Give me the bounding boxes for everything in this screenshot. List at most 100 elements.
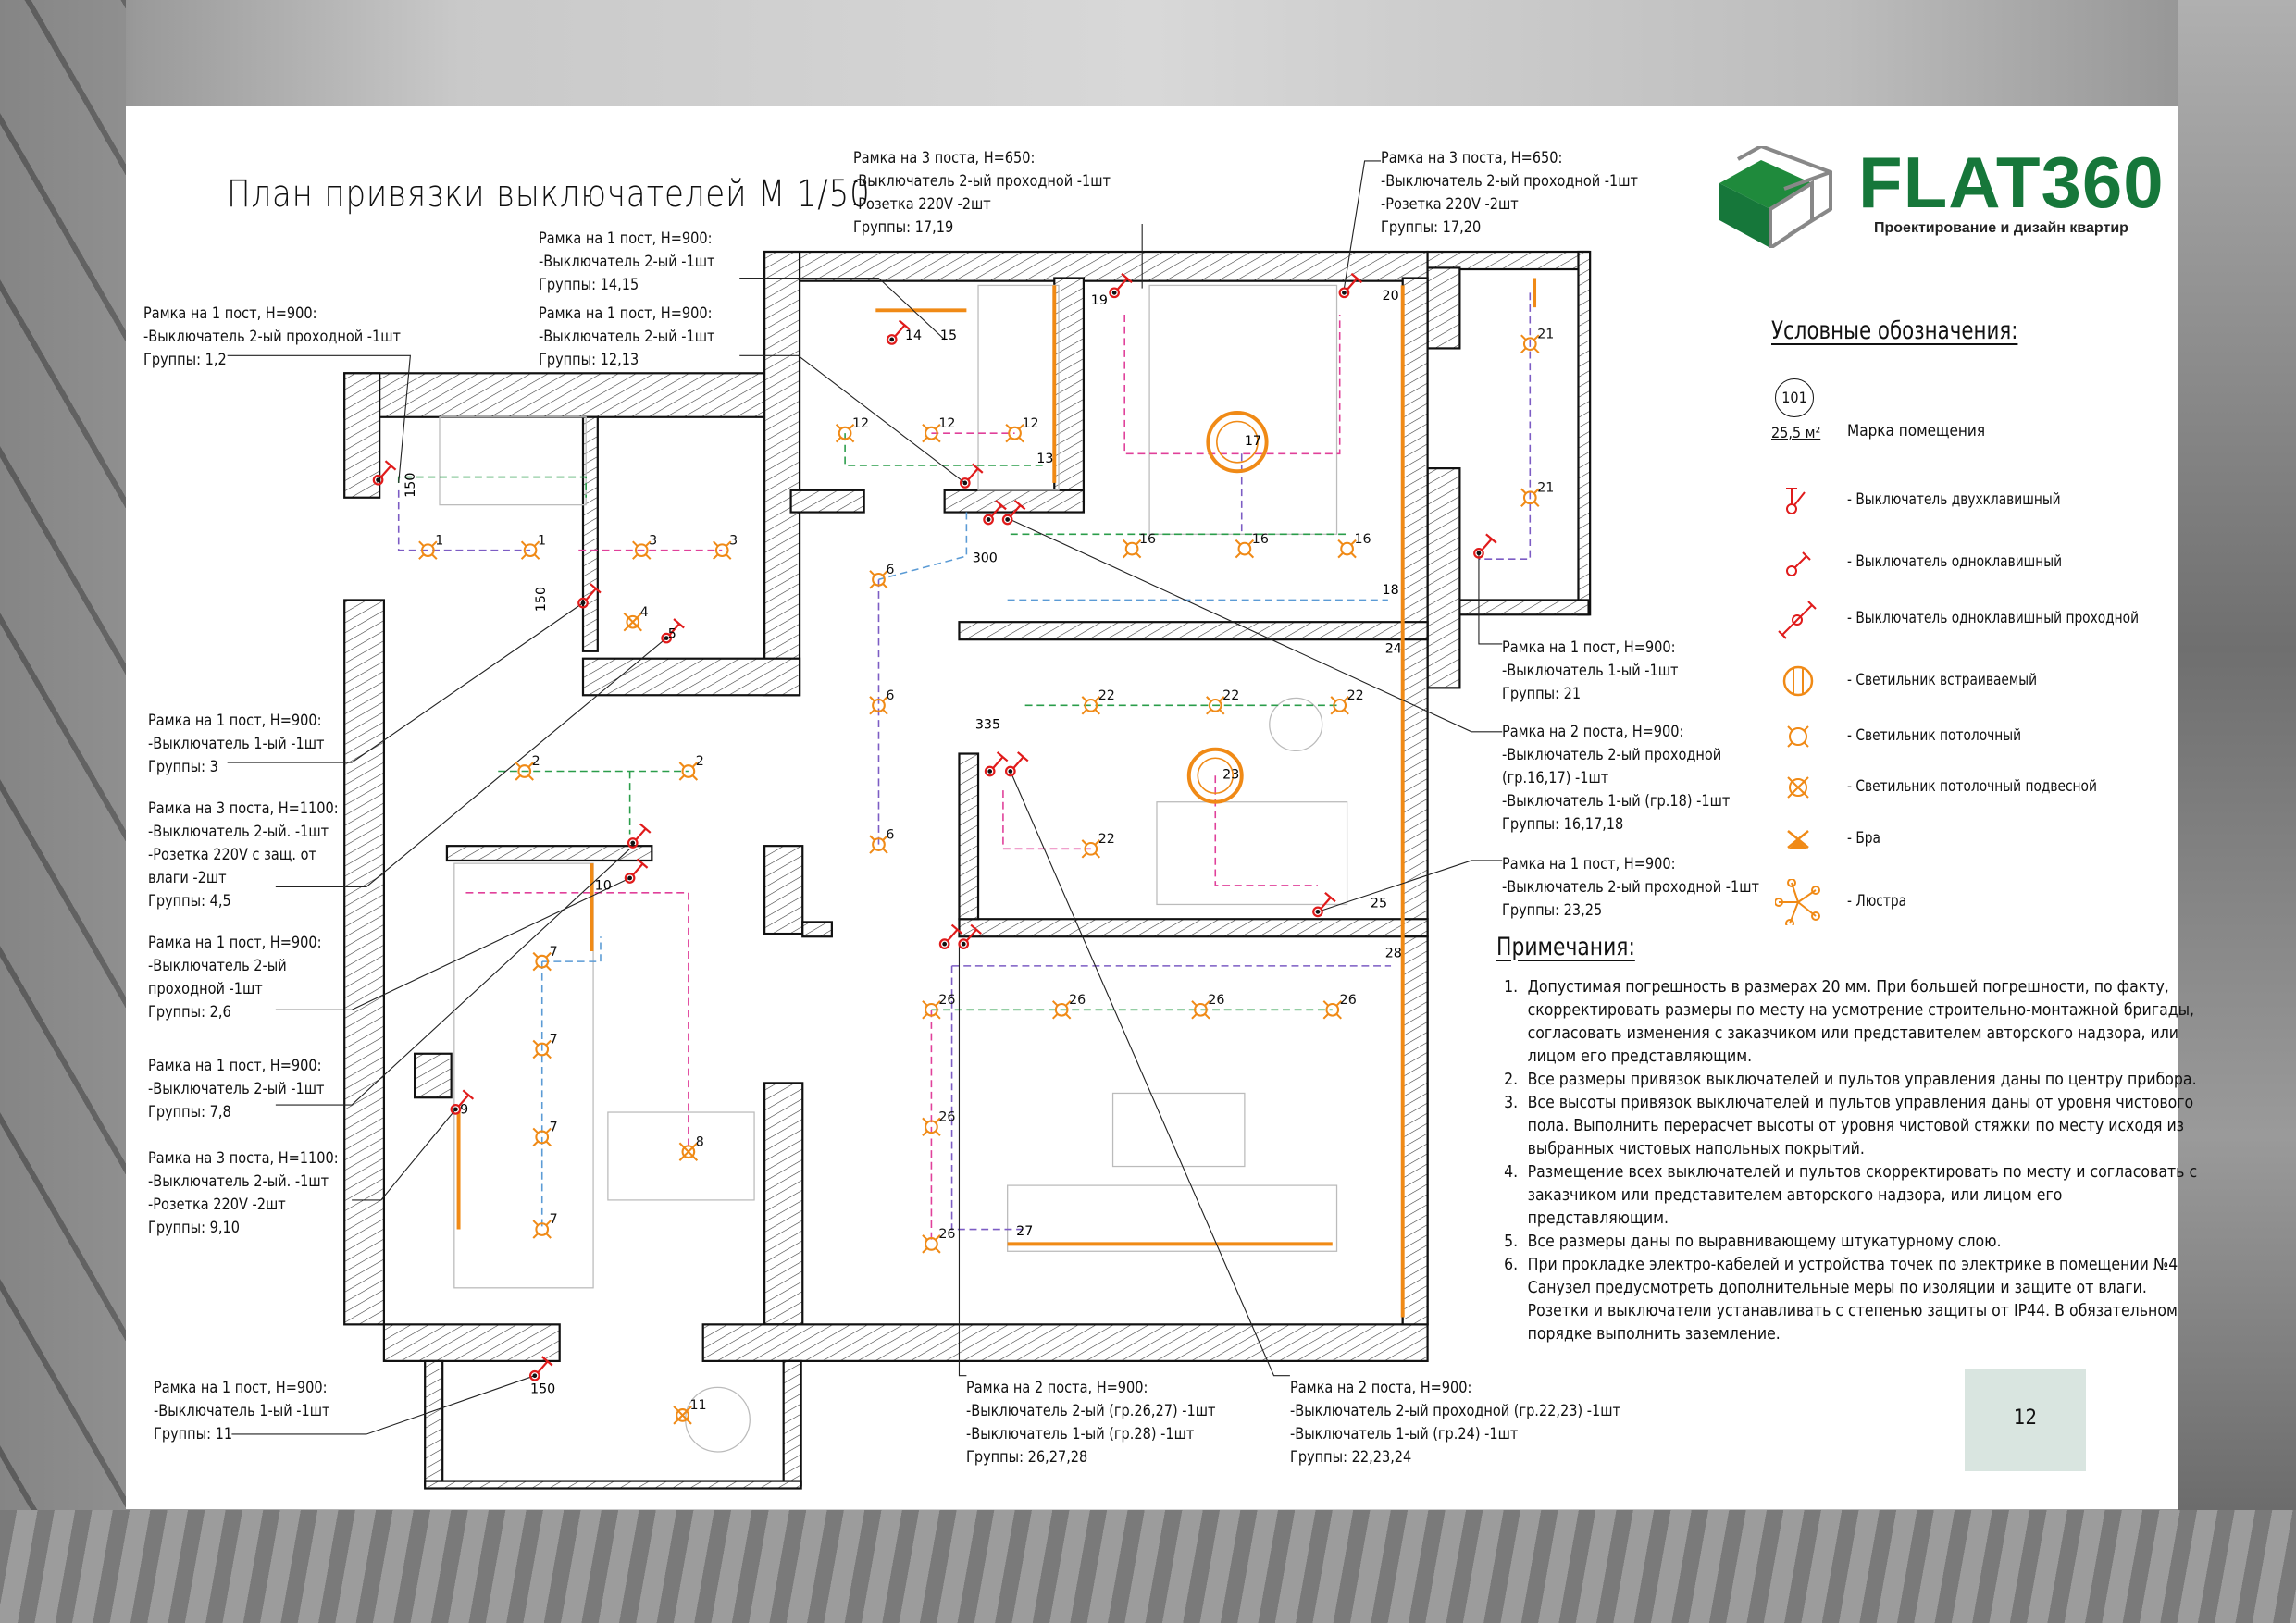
notes-list: Допустимая погрешность в размерах 20 мм.… <box>1499 976 2205 1346</box>
ceiling-light-icon <box>532 951 552 972</box>
note-item: Все размеры даны по выравнивающему штука… <box>1522 1231 2205 1254</box>
annotation-line: -Выключатель 1-ый -1шт <box>148 735 325 752</box>
chandelier-icon <box>1774 878 1821 928</box>
switch-icon <box>938 923 963 949</box>
leader-line <box>275 848 630 1106</box>
annotation-line: Группы: 17,20 <box>1381 218 1482 236</box>
annotation-line: Группы: 17,19 <box>853 218 954 236</box>
annotation-g7-8: Рамка на 1 пост, H=900:-Выключатель 2-ый… <box>148 1054 324 1123</box>
annotation-line: -Выключатель 2-ый. -1шт <box>148 823 329 840</box>
light-group-label: 22 <box>1222 688 1239 703</box>
legend-item-label: - Люстра <box>1847 892 1907 911</box>
group-label: 5 <box>668 627 676 642</box>
annotation-g26-28: Рамка на 2 поста, H=900:-Выключатель 2-ы… <box>966 1376 1215 1468</box>
annotation-g1-2: Рамка на 1 пост, H=900:-Выключатель 2-ый… <box>143 302 401 371</box>
page-title: План привязки выключателей М 1/50 <box>227 173 871 216</box>
switch-icon <box>624 858 649 884</box>
annotation-line: -Выключатель 1-ый -1шт <box>154 1402 330 1419</box>
wire-run <box>1478 292 1532 560</box>
switches <box>372 272 1497 1381</box>
annotation-line: -Выключатель 2-ый -1шт <box>148 1080 325 1097</box>
light-group-label: 16 <box>1355 532 1371 547</box>
annotation-line: проходной -1шт <box>148 980 263 997</box>
sofa <box>1007 1184 1338 1252</box>
annotation-line: -Розетка 220V с защ. от <box>148 846 317 863</box>
switch-icon <box>1001 500 1026 526</box>
ceiling-light-icon <box>922 1117 941 1137</box>
legend-item-label: - Светильник встраиваемый <box>1847 671 2038 689</box>
annotation-line: -Выключатель 2-ый -1шт <box>539 328 715 345</box>
light-group-label: 11 <box>689 1398 706 1413</box>
wall <box>1426 250 1590 271</box>
annotation-line: -Выключатель 2-ый проходной -1шт <box>143 328 402 345</box>
annotation-line: -Розетка 220V -2шт <box>853 195 991 213</box>
notes-heading: Примечания: <box>1496 933 1635 961</box>
ceiling-light-icon <box>1081 839 1101 859</box>
annotation-line: (гр.16,17) -1шт <box>1502 769 1609 787</box>
light-group-label: 16 <box>1252 532 1269 547</box>
group-label: 14 <box>905 328 922 343</box>
annotation-line: Рамка на 1 пост, H=900: <box>1502 855 1676 873</box>
annotation-line: Группы: 3 <box>148 758 218 775</box>
annotation-line: -Выключатель 2-ый проходной <box>1502 746 1722 763</box>
ceiling-light-icon <box>1191 1000 1210 1020</box>
logo-wordmark: FLAT360 <box>1858 142 2165 223</box>
wall <box>581 415 599 652</box>
annotation-g11: Рамка на 1 пост, H=900:-Выключатель 1-ый… <box>154 1376 329 1445</box>
annotation-g14-15: Рамка на 1 пост, H=900:-Выключатель 2-ый… <box>539 227 714 296</box>
light-group-label: 7 <box>550 1212 558 1227</box>
switch-icon <box>372 460 397 486</box>
pendant-light-icon <box>1775 764 1821 811</box>
dimension-label: 300 <box>973 551 998 565</box>
switch-icon <box>661 618 685 644</box>
light-group-label: 26 <box>1340 993 1357 1008</box>
annotation-line: Группы: 4,5 <box>148 892 231 910</box>
legend-item-label: - Выключатель двухклавишный <box>1847 490 2061 509</box>
annotation-line: -Выключатель 2-ый проходной -1шт <box>1381 172 1639 190</box>
legend-heading: Условные обозначения: <box>1771 316 2018 345</box>
leader-line <box>1010 518 1503 733</box>
light-group-label: 22 <box>1098 688 1115 703</box>
background-photo-bottom <box>0 1510 2296 1623</box>
sconce-icon <box>1775 816 1821 862</box>
annotation-g21: Рамка на 1 пост, H=900:-Выключатель 1-ый… <box>1502 636 1678 705</box>
annotation-line: Рамка на 1 пост, H=900: <box>148 934 322 951</box>
switch-icon <box>1312 891 1336 918</box>
annotation-line: Рамка на 2 поста, H=900: <box>966 1379 1148 1396</box>
leader-line <box>352 1109 456 1201</box>
ceiling-light-icon <box>632 540 652 560</box>
annotation-line: -Выключатель 1-ый -1шт <box>1502 662 1679 679</box>
legend-item-label: - Светильник потолочный подвесной <box>1847 777 2097 796</box>
annotation-line: -Розетка 220V -2шт <box>1381 195 1519 213</box>
annotation-line: -Выключатель 2-ый <box>148 957 287 974</box>
bath-fixtures <box>977 284 1060 491</box>
ceiling-light-icon <box>835 423 855 443</box>
chandelier-icon <box>1206 411 1269 474</box>
annotation-line: Рамка на 2 поста, H=900: <box>1290 1379 1472 1396</box>
group-label: 24 <box>1385 641 1402 656</box>
wire-run <box>541 936 602 962</box>
light-group-label: 16 <box>1139 532 1156 547</box>
annotation-line: -Выключатель 2-ый -1шт <box>539 253 715 270</box>
ceiling-light-icon <box>922 423 941 443</box>
light-group-label: 3 <box>649 533 657 548</box>
annotation-line: Группы: 11 <box>154 1425 233 1443</box>
annotation-line: Рамка на 3 поста, H=650: <box>1381 149 1563 167</box>
ceiling-light-icon <box>922 1000 941 1020</box>
wall <box>789 489 865 514</box>
switch-icon <box>1109 272 1133 299</box>
annotation-line: Группы: 1,2 <box>143 351 227 368</box>
ceiling-light-icon <box>869 570 888 589</box>
note-item: Все размеры привязок выключателей и пуль… <box>1522 1069 2205 1092</box>
dimension-label: 150 <box>403 473 418 498</box>
wall <box>382 1323 561 1362</box>
dimension-label: 150 <box>534 587 549 612</box>
wall <box>343 372 381 499</box>
light-group-label: 1 <box>435 533 443 548</box>
light-group-label: 4 <box>640 605 649 620</box>
page-number: 12 <box>2013 1406 2038 1430</box>
bed <box>1148 284 1338 535</box>
wall <box>1401 935 1429 1326</box>
annotation-line: Рамка на 2 поста, H=900: <box>1502 723 1684 740</box>
